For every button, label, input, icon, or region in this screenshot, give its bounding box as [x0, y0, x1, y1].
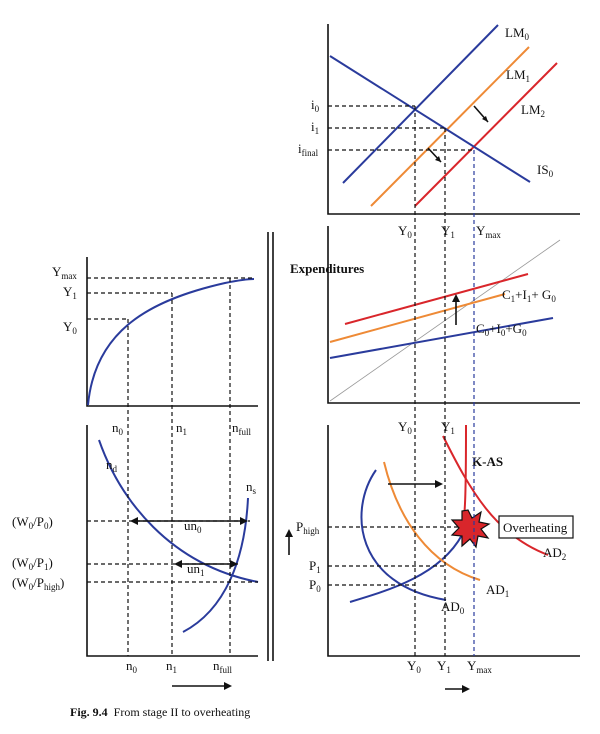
- labor-n0-label: n0: [126, 658, 138, 675]
- asad-axes: [327, 425, 580, 657]
- un1-arrowhead-left: [174, 560, 182, 568]
- w0phigh-label: (W0/Phigh): [12, 575, 64, 592]
- w0p1-label: (W0/P1): [12, 555, 53, 572]
- islm-ymax-label: Ymax: [476, 223, 501, 240]
- lm0-label: LM0: [505, 25, 530, 42]
- islm-axes: [327, 24, 580, 215]
- ad-shift-arrowhead: [435, 480, 443, 488]
- expenditure-panel: Expenditures C1+I1+ G0 C0+I0+G0: [290, 226, 580, 404]
- output-axis-arrowhead: [462, 685, 470, 693]
- asad-top-y1-label: Y1: [441, 419, 455, 436]
- p0-label: P0: [309, 577, 321, 594]
- expenditure-axes: [327, 226, 580, 404]
- c1-label: C1+I1+ G0: [502, 287, 556, 304]
- ad2-curve: [442, 435, 549, 556]
- labor-demand-curve: [98, 439, 259, 583]
- phigh-label: Phigh: [296, 519, 320, 536]
- asad-top-y0-label: Y0: [398, 419, 412, 436]
- islm-y1-label: Y1: [441, 223, 455, 240]
- overheating-box: [498, 515, 574, 539]
- lm0-curve: [342, 24, 499, 184]
- i0-label: i0: [311, 97, 320, 114]
- labor-axes: [86, 425, 258, 657]
- prod-n0-label: n0: [112, 420, 124, 437]
- asad-panel: Overheating K-AS AD2 AD1 AD0 Phigh P1 P0…: [285, 419, 580, 693]
- un1-arrowhead-right: [230, 560, 238, 568]
- labor-nfull-label: nfull: [213, 658, 232, 675]
- ad0-label: AD0: [441, 599, 465, 616]
- p1-label: P1: [309, 558, 321, 575]
- ad1-curve: [383, 461, 481, 581]
- nd-label: nd: [106, 457, 118, 474]
- un0-arrowhead-left: [130, 517, 138, 525]
- production-curve: [87, 278, 255, 406]
- i-shift-arrowhead: [435, 156, 441, 162]
- ns-label: ns: [246, 479, 257, 496]
- mid-expenditure-line: [329, 293, 506, 343]
- lm2-label: LM2: [521, 102, 545, 119]
- production-axes: [86, 257, 258, 407]
- asad-ymax-label: Ymax: [467, 658, 492, 675]
- i1-label: i1: [311, 119, 319, 136]
- un0-label: un0: [184, 518, 202, 535]
- islm-panel: LM0 LM1 LM2 IS0 i0 i1 ifinal Y0 Y1 Ymax: [298, 24, 580, 240]
- lm-shift-arrowhead: [482, 116, 488, 122]
- lm1-curve: [370, 46, 530, 207]
- ad2-label: AD2: [543, 545, 566, 562]
- is0-curve: [329, 55, 531, 183]
- is0-label: IS0: [537, 162, 554, 179]
- c0-expenditure-line: [329, 317, 554, 359]
- asad-y1-label: Y1: [437, 658, 451, 675]
- k-as-label: K-AS: [472, 454, 503, 469]
- prod-nfull-label: nfull: [232, 420, 251, 437]
- c0-label: C0+I0+G0: [476, 321, 527, 338]
- ad0-curve: [360, 469, 447, 601]
- lm2-curve: [414, 62, 558, 207]
- overheating-label: Overheating: [503, 520, 568, 535]
- prod-y1-label: Y1: [63, 284, 77, 301]
- labor-panel: nd ns un0 un1 (W0/P0) (W0/P1) (W0/Phigh)…: [12, 425, 259, 690]
- prod-ymax-label: Ymax: [52, 264, 77, 281]
- price-axis-arrowhead: [285, 529, 293, 537]
- un0-arrowhead-right: [240, 517, 248, 525]
- labor-n1-label: n1: [166, 658, 177, 675]
- expenditure-shift-arrowhead: [452, 294, 460, 302]
- overheating-burst-icon: [450, 509, 491, 549]
- production-panel: Ymax Y1 Y0 n0 n1 nfull: [52, 257, 258, 437]
- expenditures-label: Expenditures: [290, 261, 364, 276]
- prod-n1-label: n1: [176, 420, 187, 437]
- ifinal-label: ifinal: [298, 141, 319, 158]
- labor-axis-arrowhead: [224, 682, 232, 690]
- w0p0-label: (W0/P0): [12, 514, 53, 531]
- c1-expenditure-line: [344, 273, 529, 325]
- ad1-label: AD1: [486, 582, 509, 599]
- un1-label: un1: [187, 561, 205, 578]
- islm-y0-label: Y0: [398, 223, 412, 240]
- asad-y0-label: Y0: [407, 658, 421, 675]
- as-curve-lower: [349, 534, 463, 603]
- lm1-label: LM1: [506, 67, 530, 84]
- prod-y0-label: Y0: [63, 319, 77, 336]
